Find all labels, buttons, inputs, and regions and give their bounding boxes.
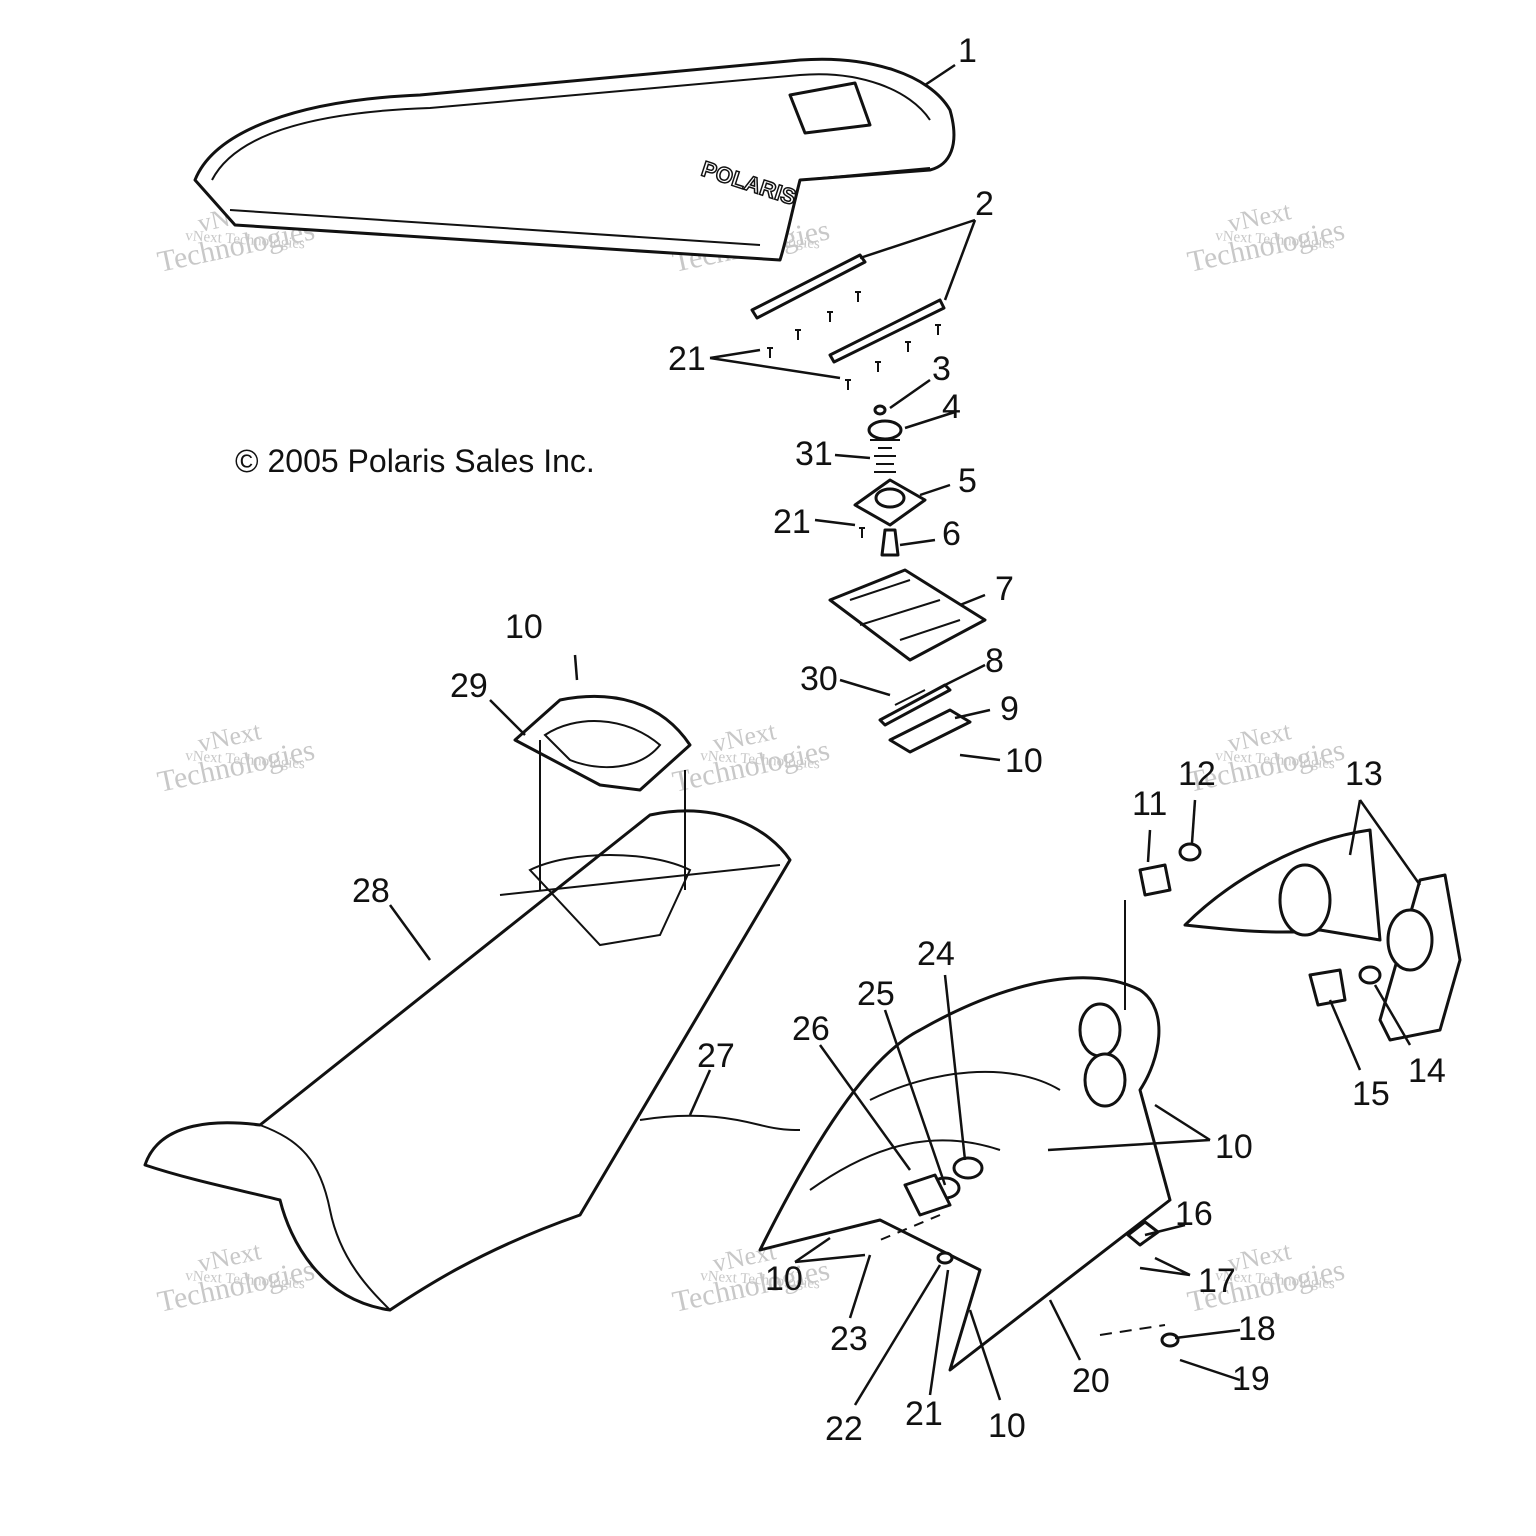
callout-18: 18	[1238, 1310, 1276, 1348]
leader-lines	[388, 63, 1422, 1406]
part-rear-cowl: POLARIS	[193, 57, 956, 262]
callout-7: 7	[995, 570, 1014, 608]
callout-1: 1	[958, 32, 977, 70]
callout-17: 17	[1198, 1262, 1236, 1300]
callout-20: 20	[1072, 1362, 1110, 1400]
screw	[845, 379, 851, 390]
part-latch-stack	[853, 404, 927, 557]
screw	[905, 341, 911, 352]
callout-10-fender: 10	[1215, 1128, 1253, 1166]
callout-12: 12	[1178, 755, 1216, 793]
screw	[935, 324, 941, 335]
part-bulbs	[1308, 965, 1382, 1007]
part-mount-brackets	[750, 253, 946, 364]
callout-14: 14	[1408, 1052, 1446, 1090]
callout-6: 6	[942, 515, 961, 553]
callout-21-mid: 21	[773, 503, 811, 541]
callout-4: 4	[942, 388, 961, 426]
callout-9: 9	[1000, 690, 1019, 728]
callout-numbers: 1 2 21 3 4 31 5 21 6 7 8 30 9 10 10 29 2…	[352, 32, 1446, 1448]
callout-5: 5	[958, 462, 977, 500]
part-seat-ring	[513, 694, 692, 792]
callout-22: 22	[825, 1410, 863, 1448]
callout-2: 2	[975, 185, 994, 223]
callout-31: 31	[795, 435, 833, 473]
assembly-lines	[539, 740, 1166, 1336]
callout-25: 25	[857, 975, 895, 1013]
callout-10-latch: 10	[1005, 742, 1043, 780]
part-fender-hardware	[903, 1156, 984, 1265]
copyright-notice: © 2005 Polaris Sales Inc.	[235, 443, 595, 479]
callout-21-bottom: 21	[905, 1395, 943, 1433]
part-cable	[639, 1114, 801, 1131]
part-latch-hardware	[878, 683, 972, 754]
callout-13: 13	[1345, 755, 1383, 793]
part-tail-lights	[1183, 828, 1462, 1042]
screw	[875, 361, 881, 372]
callout-11: 11	[1132, 785, 1167, 823]
callout-8: 8	[985, 642, 1004, 680]
screw	[827, 311, 833, 322]
callout-30: 30	[800, 660, 838, 698]
screws-top	[767, 291, 941, 538]
callout-27: 27	[697, 1037, 735, 1075]
callout-23: 23	[830, 1320, 868, 1358]
callout-24: 24	[917, 935, 955, 973]
callout-10-left: 10	[765, 1260, 803, 1298]
screw	[795, 329, 801, 340]
part-lamp-sockets	[1138, 842, 1202, 897]
part-latch-plate	[828, 568, 987, 662]
callout-3: 3	[932, 350, 951, 388]
screw	[767, 347, 773, 358]
screw	[859, 527, 865, 538]
callout-21-top: 21	[668, 340, 706, 378]
callout-29: 29	[450, 667, 488, 705]
callout-26: 26	[792, 1010, 830, 1048]
callout-15: 15	[1352, 1075, 1390, 1113]
callout-16: 16	[1175, 1195, 1213, 1233]
part-fender-small-hardware	[1126, 1220, 1180, 1348]
screw	[855, 291, 861, 302]
callout-10-bottom: 10	[988, 1407, 1026, 1445]
part-seat	[143, 809, 792, 1312]
callout-28: 28	[352, 872, 390, 910]
callout-10-ring: 10	[505, 608, 543, 646]
callout-19: 19	[1232, 1360, 1270, 1398]
